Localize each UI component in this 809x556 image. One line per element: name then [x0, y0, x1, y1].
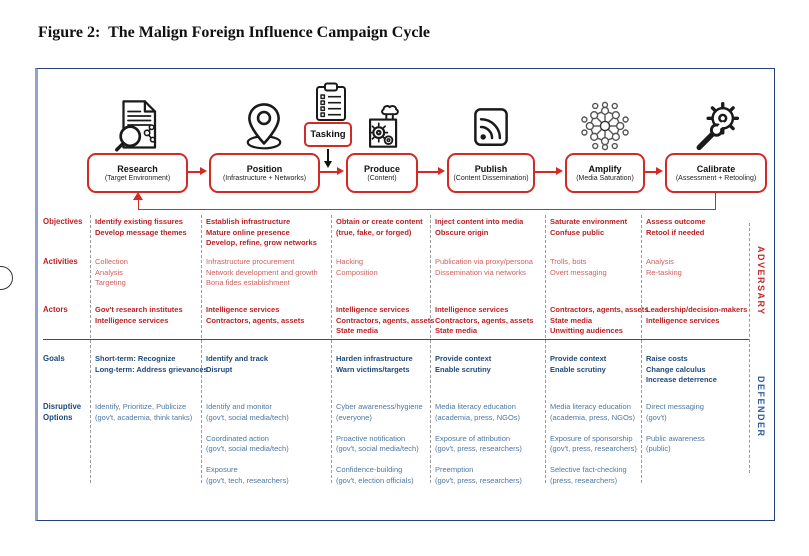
cell-amplify-actors: Contractors, agents, assets State media …	[550, 305, 649, 335]
side-strip-separator	[749, 223, 750, 473]
stage-box-position: Position (Infrastructure + Networks)	[209, 153, 320, 193]
row-label-goals: Goals	[43, 354, 65, 363]
stage-box-calibrate: Calibrate (Assessment + Retooling)	[665, 153, 767, 193]
stage-name: Amplify	[588, 164, 622, 174]
cell-calibrate-actors: Leadership/decision-makers Intelligence …	[646, 305, 748, 325]
clipboard-tasking-icon	[314, 82, 348, 122]
document-search-icon	[109, 96, 165, 152]
broadcast-rss-icon	[463, 96, 519, 152]
column-separator	[641, 215, 642, 483]
cell-position-options: Identify and monitor (gov't, social medi…	[206, 402, 289, 485]
stage-name: Publish	[474, 164, 508, 174]
cell-produce-actors: Intelligence services Contractors, agent…	[336, 305, 435, 335]
stage-box-produce: Produce (Content)	[346, 153, 418, 193]
flow-arrowhead	[656, 167, 663, 175]
row-label-objectives: Objectives	[43, 217, 83, 226]
column-separator	[90, 215, 91, 483]
defender-side-label: DEFENDER	[756, 376, 766, 438]
stage-box-research: Research (Target Environment)	[87, 153, 188, 193]
flow-arrowhead	[337, 167, 344, 175]
cell-calibrate-options: Direct messaging (gov't) Public awarenes…	[646, 402, 705, 453]
page-number-circle	[0, 266, 13, 290]
cell-amplify-goals: Provide context Enable scrutiny	[550, 354, 607, 374]
row-label-disruptive-options: Disruptive Options	[43, 402, 82, 422]
figure-caption: Figure 2: The Malign Foreign Influence C…	[38, 24, 430, 41]
cell-calibrate-objectives: Assess outcome Retool if needed	[646, 217, 706, 237]
gear-wrench-icon	[688, 96, 744, 152]
cell-position-actors: Intelligence services Contractors, agent…	[206, 305, 305, 325]
stage-subtitle: (Infrastructure + Networks)	[222, 175, 307, 182]
cell-produce-activities: Hacking Composition	[336, 257, 378, 277]
stage-name: Position	[246, 164, 283, 174]
flow-arrow	[188, 171, 201, 173]
flow-arrow	[535, 171, 557, 173]
cell-publish-objectives: Inject content into media Obscure origin	[435, 217, 524, 237]
adversary-side-label: ADVERSARY	[756, 246, 766, 316]
cell-calibrate-goals: Raise costs Change calculus Increase det…	[646, 354, 717, 384]
stage-subtitle: (Assessment + Retooling)	[675, 175, 757, 182]
cell-research-goals: Short-term: Recognize Long-term: Address…	[95, 354, 208, 374]
column-separator	[545, 215, 546, 483]
stage-subtitle: (Content)	[367, 175, 397, 182]
cell-amplify-objectives: Saturate environment Confuse public	[550, 217, 628, 237]
stage-subtitle: (Target Environment)	[104, 175, 171, 182]
cell-amplify-options: Media literacy education (academia, pres…	[550, 402, 637, 485]
stage-subtitle: (Media Saturation)	[576, 175, 634, 182]
cell-publish-options: Media literacy education (academia, pres…	[435, 402, 522, 485]
cell-research-objectives: Identify existing fissures Develop messa…	[95, 217, 187, 237]
stage-name: Produce	[363, 164, 400, 174]
flow-arrow	[645, 171, 657, 173]
cell-research-activities: Collection Analysis Targeting	[95, 257, 128, 287]
location-pin-icon	[236, 96, 292, 152]
figure-frame: Tasking Research (Target Environment) Po…	[35, 68, 775, 521]
cell-position-activities: Infrastructure procurement Network devel…	[206, 257, 318, 287]
flow-arrowhead	[556, 167, 563, 175]
flow-arrow	[320, 171, 338, 173]
cell-publish-actors: Intelligence services Contractors, agent…	[435, 305, 534, 335]
cycle-feedback-loop	[138, 193, 716, 210]
column-separator	[430, 215, 431, 483]
cell-calibrate-activities: Analysis Re-tasking	[646, 257, 682, 277]
cell-produce-goals: Harden infrastructure Warn victims/targe…	[336, 354, 413, 374]
cell-research-actors: Gov't research institutes Intelligence s…	[95, 305, 183, 325]
cell-produce-objectives: Obtain or create content (true, fake, or…	[336, 217, 423, 237]
tasking-arrow	[327, 149, 329, 161]
tasking-box: Tasking	[304, 122, 352, 147]
cycle-feedback-arrowhead	[133, 192, 143, 200]
cell-publish-activities: Publication via proxy/persona Disseminat…	[435, 257, 533, 277]
stage-subtitle: (Content Dissemination)	[453, 175, 529, 182]
cell-position-objectives: Establish infrastructure Mature online p…	[206, 217, 317, 247]
flow-arrow	[418, 171, 439, 173]
cell-publish-goals: Provide context Enable scrutiny	[435, 354, 492, 374]
flow-arrowhead	[438, 167, 445, 175]
stage-name: Calibrate	[696, 164, 736, 174]
stage-box-amplify: Amplify (Media Saturation)	[565, 153, 645, 193]
stage-box-publish: Publish (Content Dissemination)	[447, 153, 535, 193]
cell-position-goals: Identify and track Disrupt	[206, 354, 269, 374]
content-factory-icon	[354, 96, 410, 152]
cell-amplify-activities: Trolls, bots Overt messaging	[550, 257, 607, 277]
column-separator	[201, 215, 202, 483]
stage-name: Research	[117, 164, 158, 174]
row-label-actors: Actors	[43, 305, 68, 314]
flow-arrowhead	[200, 167, 207, 175]
network-nodes-icon	[577, 96, 633, 152]
cell-produce-options: Cyber awareness/hygiene (everyone) Proac…	[336, 402, 423, 485]
cell-research-options: Identify, Prioritize, Publicize (gov't, …	[95, 402, 193, 422]
tasking-arrowhead	[323, 161, 332, 168]
adversary-defender-divider	[43, 339, 749, 340]
row-label-activities: Activities	[43, 257, 78, 266]
column-separator	[331, 215, 332, 483]
